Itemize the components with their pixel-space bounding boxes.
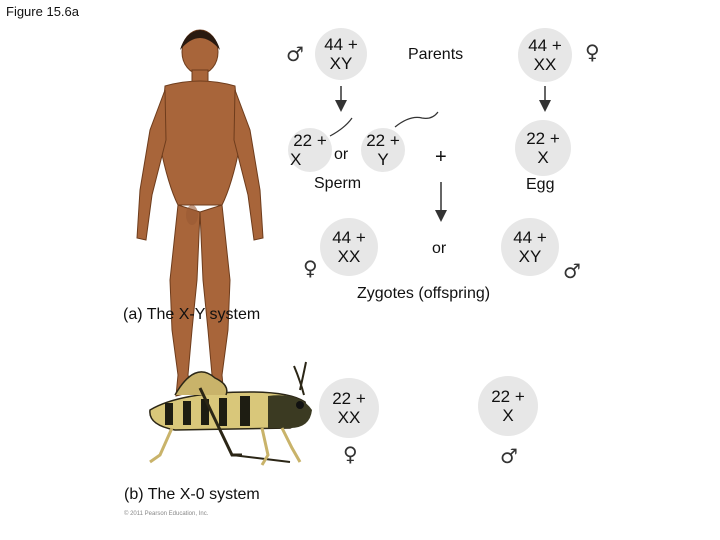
sperm-label: Sperm — [314, 175, 361, 193]
caption-xy-system: (a) The X-Y system — [123, 306, 260, 324]
caption-x0-system: (b) The X-0 system — [124, 486, 260, 504]
or-label-sperm: or — [334, 146, 348, 164]
sperm-tail-x — [330, 118, 352, 136]
male-symbol-icon: ♂ — [500, 444, 518, 468]
male-symbol-icon: ♂ — [563, 259, 581, 283]
x0-female-line1: 22 + — [332, 389, 366, 408]
sperm-x-line2: X — [290, 150, 301, 169]
male-symbol-icon: ♂ — [286, 42, 304, 66]
zygotes-label: Zygotes (offspring) — [357, 285, 490, 303]
egg-line2: X — [537, 148, 548, 167]
female-symbol-icon: ♀ — [585, 40, 600, 64]
egg-label: Egg — [526, 176, 554, 194]
sperm-x-circle: 22 + X — [288, 128, 332, 172]
sperm-y-line2: Y — [377, 150, 388, 169]
x0-female-line2: XX — [338, 408, 361, 427]
female-symbol-icon: ♀ — [303, 256, 318, 280]
egg-circle: 22 + X — [515, 120, 571, 176]
parent-female-line1: 44 + — [528, 36, 562, 55]
parents-label: Parents — [408, 46, 463, 64]
sperm-y-circle: 22 + Y — [361, 128, 405, 172]
parent-male-line2: XY — [330, 54, 353, 73]
plus-sign: + — [435, 146, 447, 169]
or-label-zygotes: or — [432, 240, 446, 258]
copyright-notice: © 2011 Pearson Education, Inc. — [124, 511, 208, 517]
zygote-male-circle: 44 + XY — [501, 218, 559, 276]
parent-male-circle: 44 + XY — [315, 28, 367, 80]
female-symbol-icon: ♀ — [343, 442, 358, 466]
sperm-tail-y — [395, 112, 438, 127]
sperm-x-line1: 22 + — [293, 131, 327, 150]
zygote-male-line1: 44 + — [513, 228, 547, 247]
parent-female-line2: XX — [534, 55, 557, 74]
egg-line1: 22 + — [526, 129, 560, 148]
zygote-female-line2: XX — [338, 247, 361, 266]
zygote-female-line1: 44 + — [332, 228, 366, 247]
x0-male-line1: 22 + — [491, 387, 525, 406]
parent-male-line1: 44 + — [324, 35, 358, 54]
parent-female-circle: 44 + XX — [518, 28, 572, 82]
x0-male-line2: X — [502, 406, 513, 425]
zygote-female-circle: 44 + XX — [320, 218, 378, 276]
sperm-y-line1: 22 + — [366, 131, 400, 150]
zygote-male-line2: XY — [519, 247, 542, 266]
x0-female-circle: 22 + XX — [319, 378, 379, 438]
x0-male-circle: 22 + X — [478, 376, 538, 436]
